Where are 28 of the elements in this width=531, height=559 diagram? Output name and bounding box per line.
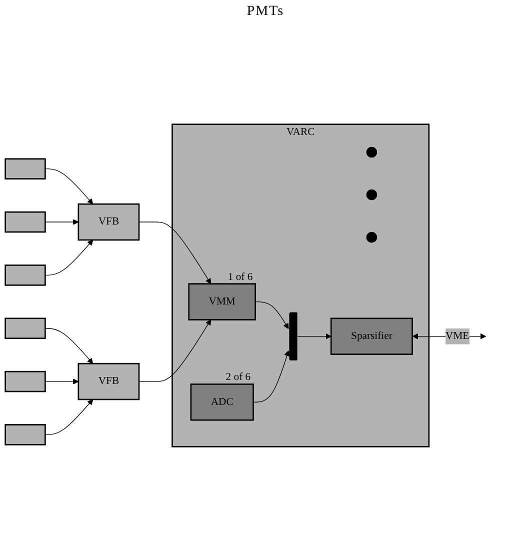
arrow [255, 300, 289, 329]
node-box [330, 317, 413, 354]
arrow [44, 328, 94, 364]
node-box [4, 210, 46, 232]
arrow [44, 239, 94, 276]
caption-text: 1 of 6 [228, 271, 253, 282]
arrow [44, 168, 94, 204]
arrow [138, 318, 212, 382]
arrow [138, 221, 212, 284]
node-box [4, 264, 46, 286]
node-box [190, 383, 254, 420]
label-text: PMTs [246, 4, 284, 19]
caption-text: 2 of 6 [226, 372, 251, 383]
node-box [4, 158, 46, 179]
node-box [188, 282, 256, 320]
arrow [44, 218, 79, 224]
arrow [298, 332, 332, 339]
node-box [78, 362, 140, 400]
cluster [172, 123, 430, 447]
node-box [4, 424, 46, 445]
block-diagram: VARC VME VFB VFB 1 of 6 VMM 2 of 6 ADC Sparsifier [0, 118, 531, 452]
arrow [44, 398, 94, 435]
arrow [44, 378, 79, 384]
edge-label: VME [446, 330, 470, 342]
node-box [4, 370, 46, 392]
node-box [4, 317, 46, 338]
node-box [78, 202, 140, 240]
arrow [252, 350, 290, 402]
